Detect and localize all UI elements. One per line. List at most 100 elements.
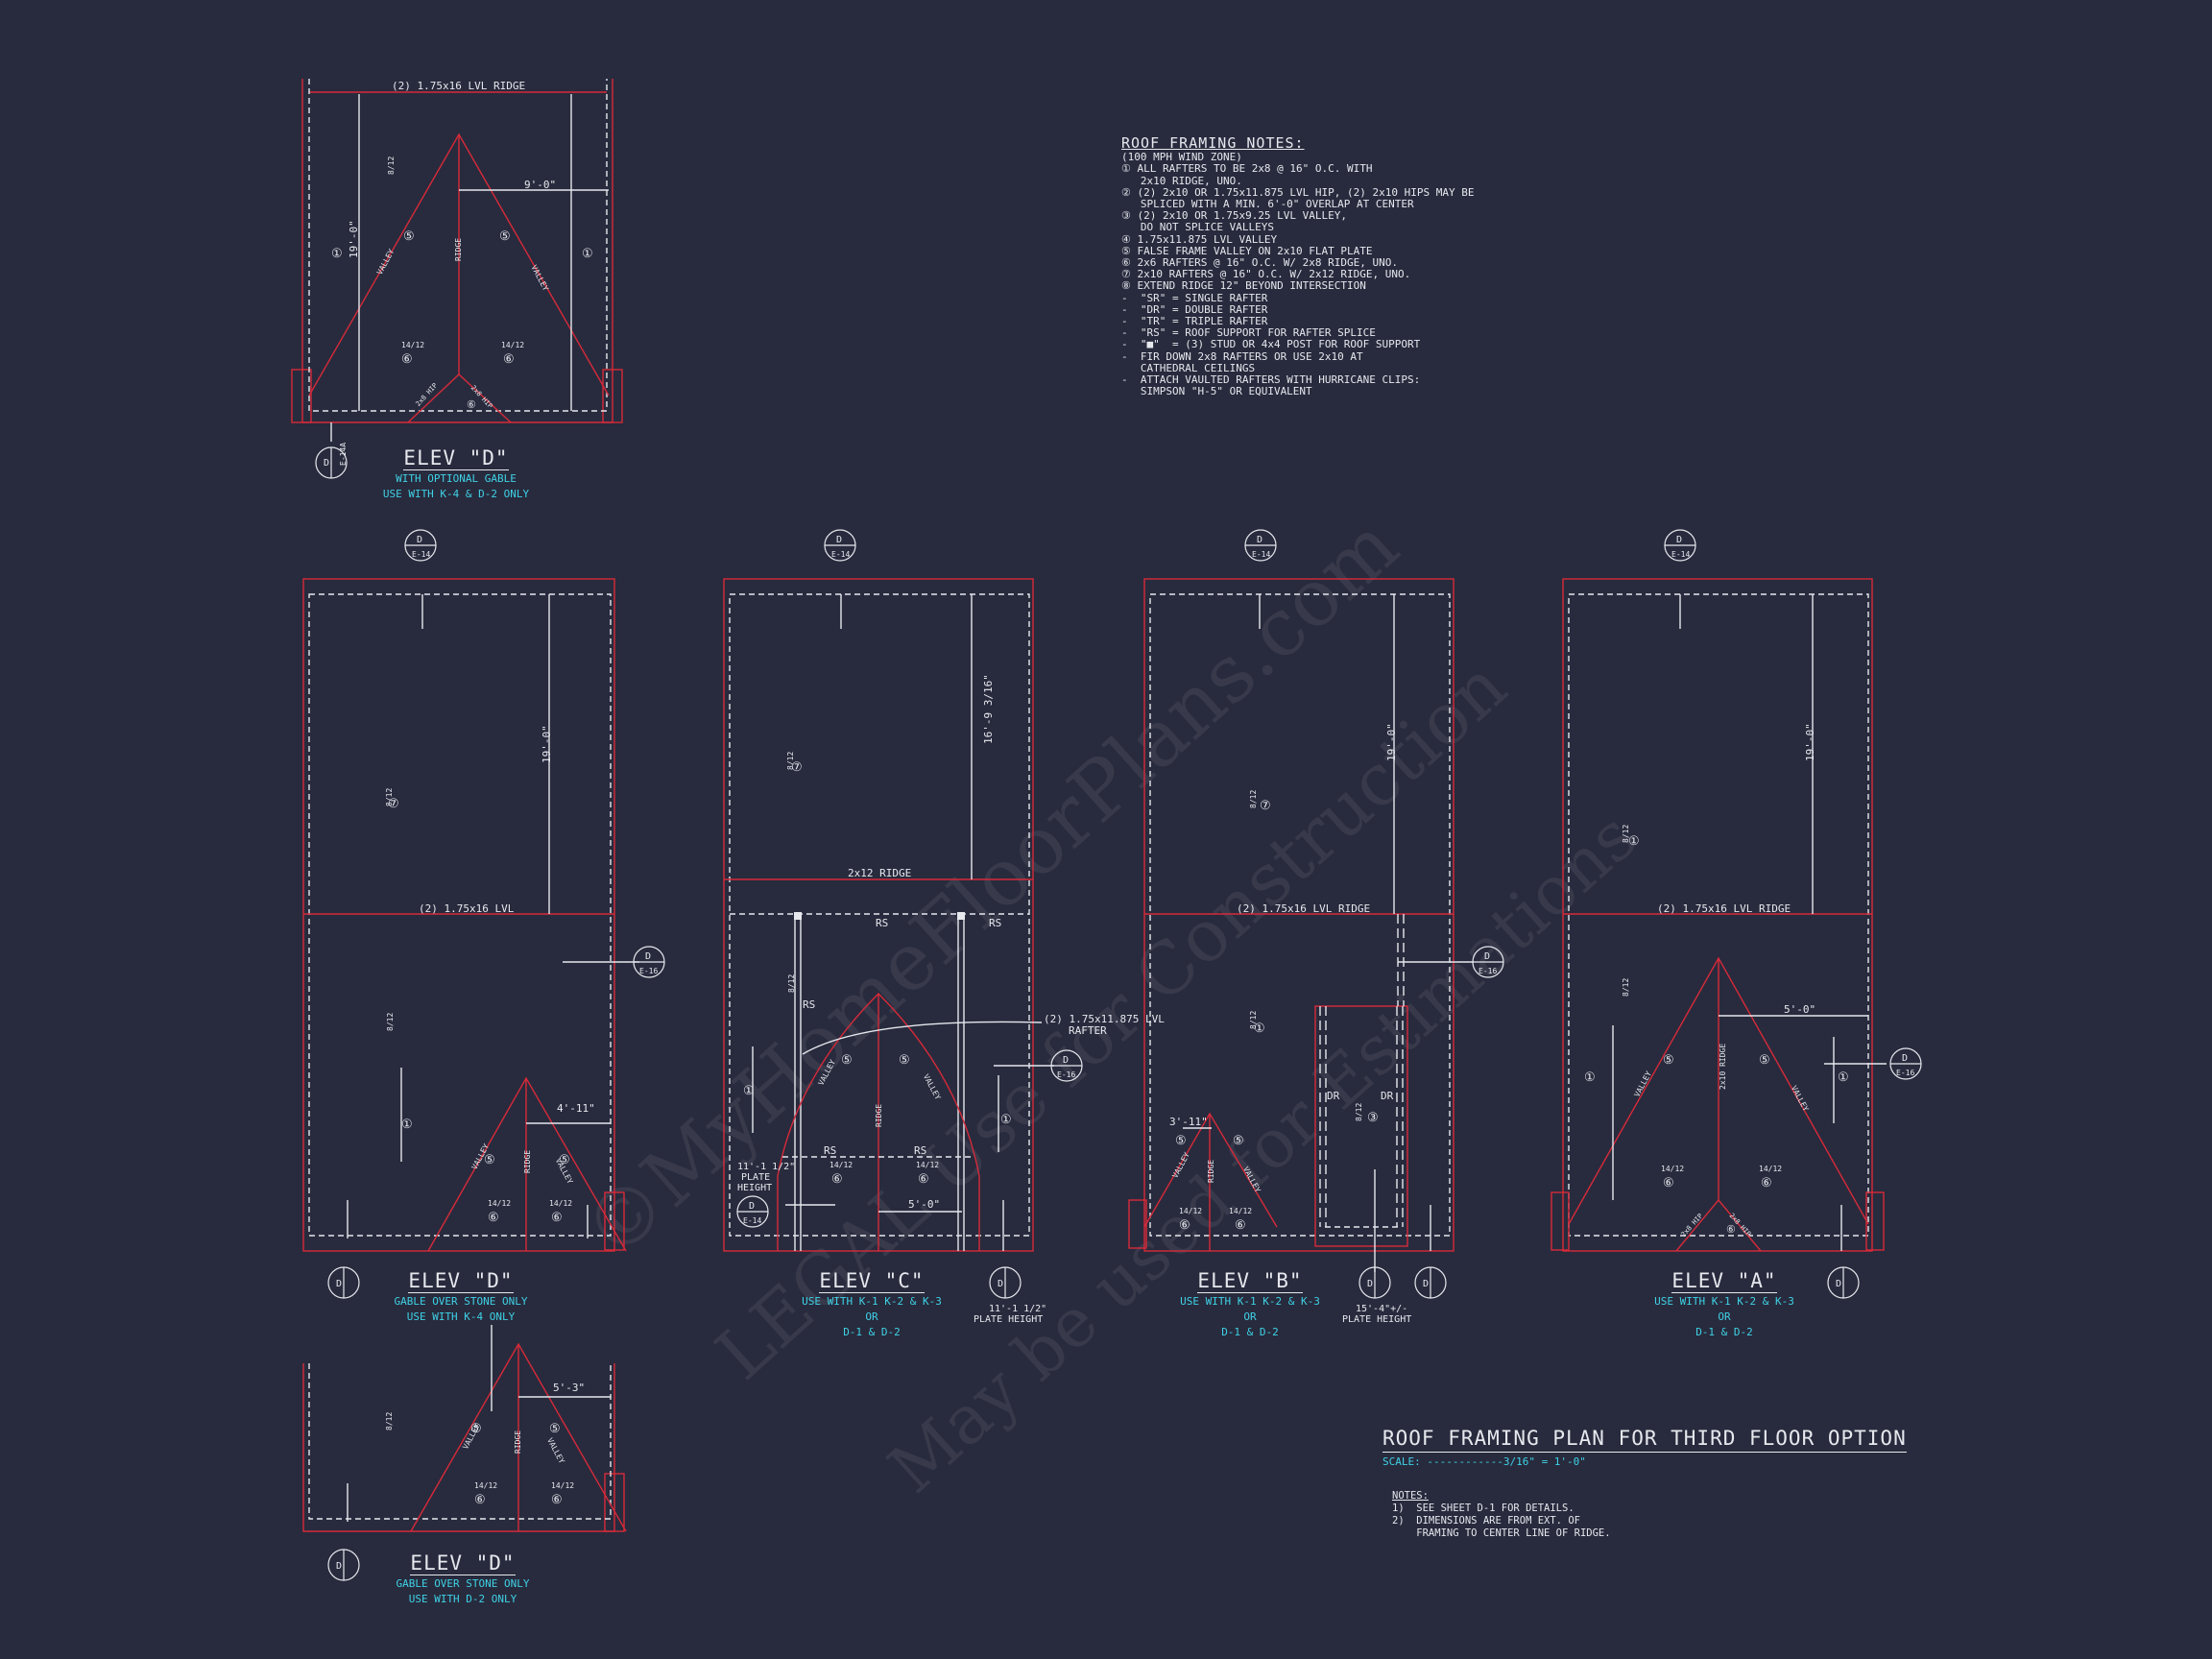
label-rs: RS [803, 998, 815, 1011]
pitch-label: 8/12 [1249, 790, 1258, 808]
elev-name: ELEV "D" [408, 1269, 514, 1293]
elev-caption: GABLE OVER STONE ONLY [394, 1295, 528, 1308]
label-ridge: RIDGE [875, 1104, 883, 1127]
notes-line: ① ALL RAFTERS TO BE 2x8 @ 16" O.C. WITH [1121, 162, 1373, 176]
label-valley: VALLEY [1241, 1166, 1262, 1194]
label-dim: 3'-11" [1169, 1116, 1208, 1128]
label-lvl-ridge: (2) 1.75x16 LVL RIDGE [392, 80, 525, 92]
label-dr: DR [1327, 1090, 1340, 1102]
tag-d: D [1484, 951, 1490, 962]
callout: ⑥ [1761, 1176, 1772, 1190]
notes-line: CATHEDRAL CEILINGS [1121, 361, 1256, 374]
notes-line: ④ 1.75x11.875 LVL VALLEY [1121, 232, 1278, 246]
callout: ① [401, 1118, 413, 1132]
notes-line: - FIR DOWN 2x8 RAFTERS OR USE 2x10 AT [1121, 349, 1363, 363]
tag-e14: E-14 [831, 550, 850, 559]
elev-caption: USE WITH K-1 K-2 & K-3 [1180, 1295, 1320, 1308]
elev-d-top-plan [291, 79, 623, 442]
callout: ⑥ [918, 1172, 929, 1187]
label-plate-height: PLATE HEIGHT [974, 1314, 1043, 1325]
tag-d: D [324, 458, 329, 469]
notes-line: ⑤ FALSE FRAME VALLEY ON 2x10 FLAT PLATE [1121, 244, 1373, 257]
callout: ⑦ [1260, 799, 1271, 813]
callout: ⑥ [1663, 1176, 1674, 1190]
tag-e14: E-14 [743, 1216, 761, 1225]
label-dim: 19'-0" [348, 220, 360, 258]
elev-caption: USE WITH K-4 & D-2 ONLY [382, 488, 530, 500]
notes-line: ③ (2) 2x10 OR 1.75x9.25 LVL VALLEY, [1121, 209, 1348, 223]
pitch-label: 14/12 [549, 1199, 572, 1208]
elev-c-plan [723, 578, 1054, 1252]
pitch-label: 14/12 [551, 1481, 574, 1490]
callout: ⑤ [1175, 1134, 1187, 1148]
notes-line: - "SR" = SINGLE RAFTER [1121, 291, 1268, 304]
pitch-label: 8/12 [786, 752, 795, 770]
callout: ① [1584, 1070, 1596, 1085]
elev-d-bottom-label: ELEV "D" GABLE OVER STONE ONLY USE WITH … [338, 1551, 588, 1605]
tag-e14: E-14 [412, 550, 430, 559]
label-ridge: RIDGE [454, 238, 463, 261]
elev-d-bottom-plan [302, 1325, 627, 1532]
label-hip: 2x8 HIP [1680, 1213, 1705, 1238]
tag-d: D [645, 951, 651, 962]
label-dim: 19'-0" [1385, 723, 1398, 761]
callout: ⑥ [467, 398, 476, 411]
label-plate-height: PLATE [741, 1172, 770, 1183]
label-plate-height: 15'-4"+/- [1356, 1304, 1407, 1314]
notes-line: ⑦ 2x10 RAFTERS @ 16" O.C. W/ 2x12 RIDGE,… [1121, 268, 1411, 281]
tag-e14: E-14 [1252, 550, 1270, 559]
tag-d: D [1063, 1055, 1069, 1066]
pitch-label: 14/12 [401, 341, 424, 349]
tag-d: D [1836, 1279, 1841, 1289]
elev-name: ELEV "A" [1671, 1269, 1777, 1293]
tag-e14: E-14 [1671, 550, 1690, 559]
label-ridge: RIDGE [1207, 1160, 1215, 1183]
pitch-label: 8/12 [787, 974, 796, 993]
elev-caption: USE WITH K-1 K-2 & K-3 [802, 1295, 942, 1308]
plan-title-block: ROOF FRAMING PLAN FOR THIRD FLOOR OPTION… [1382, 1427, 1907, 1468]
tag-d: D [1902, 1053, 1908, 1064]
label-rs: RS [914, 1144, 926, 1157]
label-dim: 19'-0" [1804, 723, 1816, 761]
section-tags [315, 446, 1922, 1581]
callout: ⑤ [899, 1053, 910, 1068]
section-tag-text: D E-14A D E-14 D E-14 D E-14 D E-14 D E-… [324, 443, 1914, 1572]
callout: ⑥ [503, 352, 515, 367]
callout: ⑤ [549, 1422, 561, 1436]
pitch-label: 14/12 [1661, 1165, 1684, 1173]
tag-d: D [417, 535, 422, 545]
label-lvl-ridge: (2) 1.75x16 LVL RIDGE [1657, 902, 1791, 915]
notes-line: 2x10 RIDGE, UNO. [1121, 174, 1242, 187]
tag-d: D [749, 1201, 755, 1212]
plan-notes-line: FRAMING TO CENTER LINE OF RIDGE. [1392, 1527, 1611, 1539]
callout: ⑥ [401, 352, 413, 367]
label-plate-height: PLATE HEIGHT [1342, 1314, 1411, 1325]
elev-name: ELEV "C" [819, 1269, 925, 1293]
plan-title: ROOF FRAMING PLAN FOR THIRD FLOOR OPTION [1382, 1427, 1907, 1453]
notes-heading: ROOF FRAMING NOTES: [1121, 134, 1305, 152]
tag-d: D [336, 1279, 342, 1289]
elev-d-top-label: ELEV "D" WITH OPTIONAL GABLE USE WITH K-… [331, 446, 581, 500]
label-rs: RS [876, 917, 888, 929]
elev-caption: OR [1243, 1310, 1257, 1323]
elev-caption: OR [1718, 1310, 1731, 1323]
label-valley: VALLEY [1170, 1151, 1191, 1180]
elev-b-plan [1128, 578, 1474, 1272]
notes-line: ⑥ 2x6 RAFTERS @ 16" O.C. W/ 2x8 RIDGE, U… [1121, 256, 1399, 270]
label-plate-height: 11'-1 1/2" [989, 1304, 1046, 1314]
label-rs: RS [989, 917, 1001, 929]
tag-d: D [1367, 1279, 1373, 1289]
label-valley: VALLEY [817, 1058, 838, 1087]
roof-framing-notes: ROOF FRAMING NOTES: (100 MPH WIND ZONE) … [1121, 134, 1486, 397]
plan-notes-line: 1) SEE SHEET D-1 FOR DETAILS. [1392, 1503, 1575, 1514]
callout: ⑤ [1233, 1134, 1244, 1148]
elev-caption: GABLE OVER STONE ONLY [396, 1577, 530, 1590]
callout: ⑥ [488, 1211, 499, 1225]
callout: ⑤ [1663, 1053, 1674, 1068]
callout: ⑥ [474, 1493, 486, 1507]
callout: ⑤ [559, 1153, 570, 1167]
pitch-label: 8/12 [387, 156, 396, 175]
tag-d: D [1676, 535, 1682, 545]
callout: ⑤ [403, 229, 415, 244]
callout: ⑥ [1235, 1218, 1246, 1233]
